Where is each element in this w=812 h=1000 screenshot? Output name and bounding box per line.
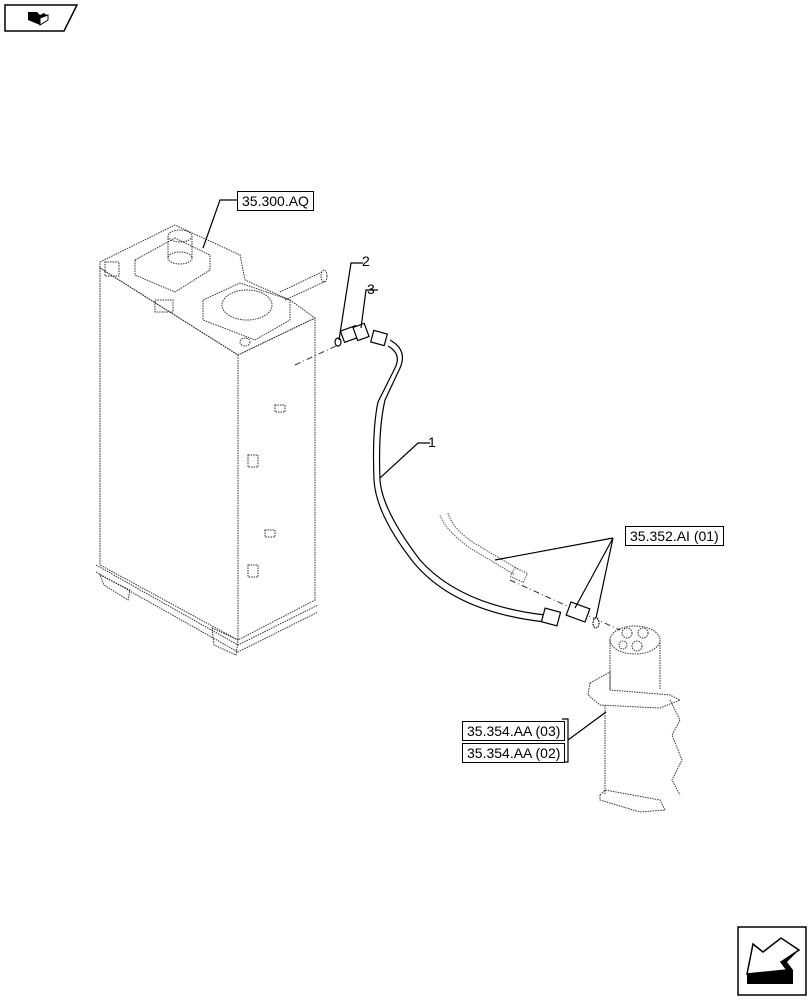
swivel-joint [587,625,683,813]
return-arrow-icon[interactable] [737,926,807,996]
reference-label-swivel-02[interactable]: 35.354.AA (02) [462,743,566,763]
hose-part-1 [369,329,562,627]
book-nav-icon[interactable] [4,4,78,32]
hydraulic-tank [95,224,328,656]
reference-label-tank[interactable]: 35.300.AQ [237,191,314,211]
part-number-2: 2 [362,253,370,269]
reference-label-hose[interactable]: 35.352.AI (01) [625,526,724,546]
reference-label-swivel-03[interactable]: 35.354.AA (03) [462,721,566,741]
part-number-1: 1 [428,434,436,450]
part-number-3: 3 [367,281,375,297]
